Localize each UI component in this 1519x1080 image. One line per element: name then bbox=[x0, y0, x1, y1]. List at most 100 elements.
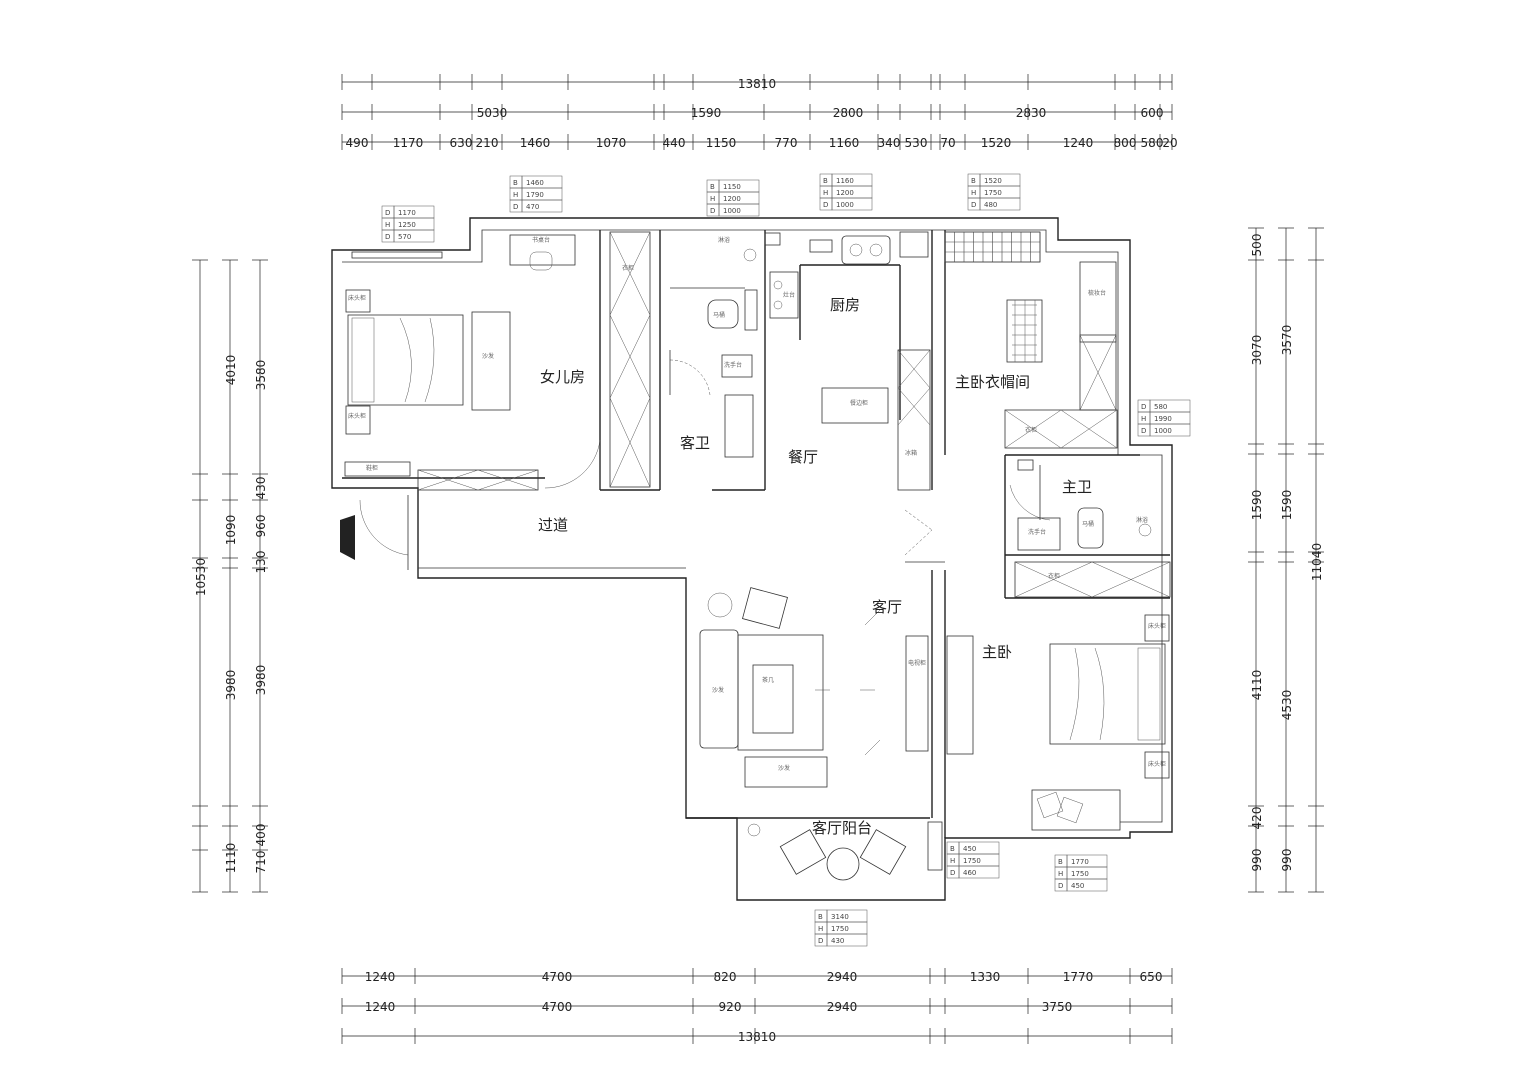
spec-value: 1460 bbox=[526, 179, 544, 187]
spec-value: 1250 bbox=[398, 221, 416, 229]
nightstand bbox=[1144, 751, 1170, 779]
top-small-dim: 580 bbox=[1141, 136, 1164, 150]
top-mid-dim: 5030 bbox=[477, 106, 508, 120]
nightstand-label: 床头柜 bbox=[348, 412, 366, 420]
living-room-furniture: 沙发 茶几 沙发 电视柜 bbox=[699, 587, 974, 788]
top-mid-dim: 600 bbox=[1141, 106, 1164, 120]
guest-bath-furniture: 马桶 洗手台 淋浴 bbox=[707, 232, 781, 458]
room-label-balcony: 客厅阳台 bbox=[812, 819, 872, 837]
bottom-dim: 2940 bbox=[827, 970, 858, 984]
top-mid-dim: 2830 bbox=[1016, 106, 1047, 120]
spec-key: B bbox=[950, 845, 955, 853]
sofa-label: 沙发 bbox=[778, 764, 790, 772]
left-mid-dim: 1110 bbox=[224, 843, 238, 874]
side-table bbox=[707, 592, 733, 618]
top-small-dim: 1460 bbox=[520, 136, 551, 150]
master-bedroom-furniture: 床头柜 床头柜 bbox=[1031, 614, 1170, 831]
top-mid-dim: 1590 bbox=[691, 106, 722, 120]
fridge-cabinet bbox=[897, 349, 931, 491]
spec-key: H bbox=[971, 189, 976, 197]
right-mid-dim: 3570 bbox=[1280, 325, 1294, 356]
fridge-label: 冰箱 bbox=[905, 449, 917, 457]
room-label-living: 客厅 bbox=[872, 598, 902, 616]
vanity-label: 洗手台 bbox=[1028, 528, 1046, 536]
nightstand bbox=[1144, 614, 1170, 642]
coffee-table-label: 茶几 bbox=[762, 676, 774, 684]
top-small-dim: 630 bbox=[450, 136, 473, 150]
right-inner-dim: 500 bbox=[1250, 234, 1264, 257]
top-small-dim: 440 bbox=[663, 136, 686, 150]
room-label-master-closet: 主卧衣帽间 bbox=[955, 373, 1030, 391]
spec-key: D bbox=[971, 201, 976, 209]
spec-key: D bbox=[1058, 882, 1063, 890]
right-dimensions: 500 3070 1590 4110 420 990 3570 1590 453… bbox=[1250, 234, 1324, 872]
bottom-dim: 4700 bbox=[542, 1000, 573, 1014]
toilet bbox=[1077, 507, 1104, 549]
window-grid bbox=[944, 231, 1041, 263]
bottom-dim: 1240 bbox=[365, 970, 396, 984]
sideboard bbox=[821, 387, 889, 424]
spec-value: 1750 bbox=[984, 189, 1002, 197]
right-mid-dim: 4530 bbox=[1280, 690, 1294, 721]
vanity-label: 洗手台 bbox=[724, 361, 742, 369]
bottom-total-dim: 13810 bbox=[738, 1030, 776, 1044]
round-table bbox=[826, 847, 860, 881]
bottom-dim: 650 bbox=[1140, 970, 1163, 984]
vanity bbox=[1017, 517, 1061, 551]
wardrobe bbox=[609, 231, 651, 488]
toilet bbox=[707, 299, 739, 329]
bottom-dim: 1770 bbox=[1063, 970, 1094, 984]
room-label-dining: 餐厅 bbox=[788, 448, 818, 466]
shoe-cabinet bbox=[417, 469, 539, 491]
spec-key: D bbox=[1141, 427, 1146, 435]
spec-key: B bbox=[818, 913, 823, 921]
nightstand-label: 床头柜 bbox=[1148, 760, 1166, 768]
daughter-room-furniture: 书桌台 沙发 床头柜 床头柜 衣柜 鞋柜 bbox=[344, 231, 651, 491]
spec-key: D bbox=[385, 209, 390, 217]
top-small-dim: 490 bbox=[346, 136, 369, 150]
doors bbox=[340, 350, 1051, 570]
top-small-dim: 70 bbox=[940, 136, 955, 150]
spec-key: H bbox=[818, 925, 823, 933]
spec-key: H bbox=[513, 191, 518, 199]
bottom-dim: 4700 bbox=[542, 970, 573, 984]
bottom-dim: 920 bbox=[719, 1000, 742, 1014]
spec-value: 1000 bbox=[723, 207, 741, 215]
top-small-dim: 210 bbox=[476, 136, 499, 150]
nightstand bbox=[345, 405, 371, 435]
desk-label: 书桌台 bbox=[532, 236, 550, 244]
sofa-label: 沙发 bbox=[482, 352, 494, 360]
top-small-dim: 1070 bbox=[596, 136, 627, 150]
room-label-corridor: 过道 bbox=[538, 516, 568, 534]
walls bbox=[331, 217, 1173, 901]
shower bbox=[1138, 523, 1152, 537]
spec-value: 1000 bbox=[1154, 427, 1172, 435]
spec-key: B bbox=[513, 179, 518, 187]
left-inner-dim: 130 bbox=[254, 551, 268, 574]
left-mid-dim: 4010 bbox=[224, 355, 238, 386]
dressing-table bbox=[1079, 261, 1117, 343]
spec-key: B bbox=[710, 183, 715, 191]
left-mid-dim: 3980 bbox=[224, 670, 238, 701]
bottom-dim: 1330 bbox=[970, 970, 1001, 984]
left-inner-dim: 3580 bbox=[254, 360, 268, 391]
dresser bbox=[1006, 299, 1043, 363]
spec-value: 470 bbox=[526, 203, 539, 211]
room-labels: 女儿房 客卫 厨房 餐厅 主卧衣帽间 主卫 过道 客厅 主卧 客厅阳台 bbox=[538, 296, 1092, 837]
spec-value: 450 bbox=[963, 845, 976, 853]
right-inner-dim: 1590 bbox=[1250, 490, 1264, 521]
spec-value: 1160 bbox=[836, 177, 854, 185]
bottom-dim: 820 bbox=[714, 970, 737, 984]
right-inner-dim: 990 bbox=[1250, 849, 1264, 872]
nightstand-label: 床头柜 bbox=[348, 294, 366, 302]
guest-cabinet bbox=[724, 394, 754, 458]
shower bbox=[743, 248, 757, 262]
top-small-dim: 530 bbox=[905, 136, 928, 150]
top-small-dim: 1160 bbox=[829, 136, 860, 150]
closet-cabinet bbox=[1004, 409, 1118, 449]
